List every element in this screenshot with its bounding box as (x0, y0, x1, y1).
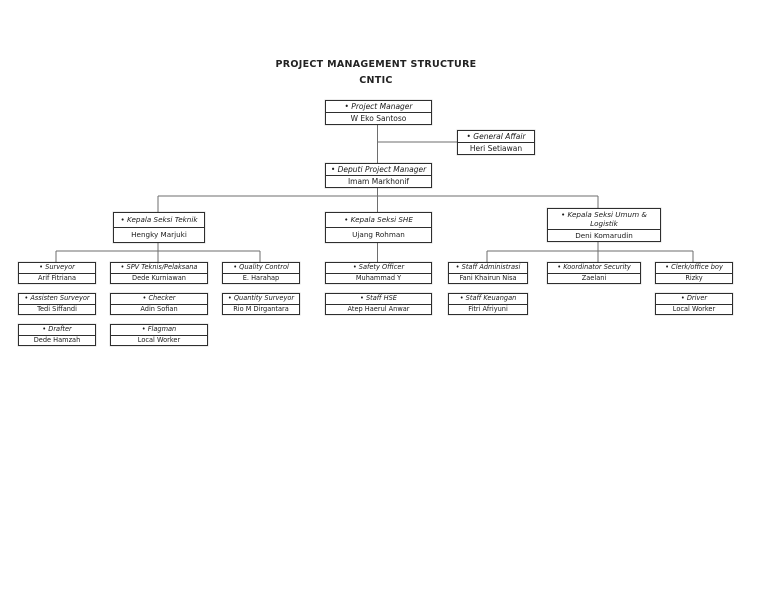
person-name-safety-officer: Muhammad Y (355, 273, 402, 282)
person-name-kepala-seksi-she: Ujang Rohman (352, 230, 405, 239)
person-name-checker: Adin Sofian (140, 304, 178, 313)
role-label-flagman: • Flagman (111, 325, 207, 336)
org-node-general-affair: • General Affair Heri Setiawan (457, 130, 535, 155)
role-label-quantity-surveyor: • Quantity Surveyor (223, 294, 299, 305)
person-name-general-affair: Heri Setiawan (469, 144, 523, 153)
org-node-drafter: • Drafter Dede Hamzah (18, 324, 96, 346)
person-name-staff-hse: Atep Haerul Anwar (347, 304, 410, 313)
role-label-spv-teknis-pelaksana: • SPV Teknis/Pelaksana (111, 263, 207, 274)
org-node-clerk-office-boy: • Clerk/office boy Rizky (655, 262, 733, 284)
role-label-kepala-seksi-umum-logistik: • Kepala Seksi Umum & Logistik (548, 209, 660, 230)
person-name-flagman: Local Worker (137, 335, 181, 344)
role-label-quality-control: • Quality Control (223, 263, 299, 274)
role-label-assisten-surveyor: • Assisten Surveyor (19, 294, 95, 305)
person-name-kepala-seksi-umum-logistik: Deni Komarudin (575, 231, 633, 240)
person-name-drafter: Dede Hamzah (33, 335, 81, 344)
role-label-general-affair: • General Affair (458, 131, 534, 143)
org-node-spv-teknis-pelaksana: • SPV Teknis/Pelaksana Dede Kurniawan (110, 262, 208, 284)
org-node-staff-keuangan: • Staff Keuangan Fitri Afriyuni (448, 293, 528, 315)
person-name-clerk-office-boy: Rizky (685, 273, 703, 282)
org-node-kepala-seksi-she: • Kepala Seksi SHE Ujang Rohman (325, 212, 432, 243)
role-label-checker: • Checker (111, 294, 207, 305)
person-name-driver: Local Worker (672, 304, 716, 313)
org-node-deputy-project-manager: • Deputi Project Manager Imam Markhonif (325, 163, 432, 188)
person-name-assisten-surveyor: Tedi Siffandi (37, 304, 77, 313)
org-node-surveyor: • Surveyor Arif Fitriana (18, 262, 96, 284)
person-name-quantity-surveyor: Rio M Dirgantara (233, 304, 289, 313)
person-name-spv-teknis-pelaksana: Dede Kurniawan (132, 273, 186, 282)
role-label-kepala-seksi-she: • Kepala Seksi SHE (326, 213, 431, 228)
person-name-staff-administrasi: Fani Khairun Nisa (459, 273, 517, 282)
chart-title-line1: PROJECT MANAGEMENT STRUCTURE (275, 59, 477, 70)
org-node-checker: • Checker Adin Sofian (110, 293, 208, 315)
chart-title-line2: CNTIC (359, 75, 393, 86)
role-label-surveyor: • Surveyor (19, 263, 95, 274)
org-node-safety-officer: • Safety Officer Muhammad Y (325, 262, 432, 284)
org-node-quantity-surveyor: • Quantity Surveyor Rio M Dirgantara (222, 293, 300, 315)
role-label-kepala-seksi-teknik: • Kepala Seksi Teknik (114, 213, 204, 228)
role-label-safety-officer: • Safety Officer (326, 263, 431, 274)
role-label-drafter: • Drafter (19, 325, 95, 336)
chart-title: PROJECT MANAGEMENT STRUCTURE CNTIC (0, 57, 752, 89)
org-node-driver: • Driver Local Worker (655, 293, 733, 315)
role-label-deputy-project-manager: • Deputi Project Manager (326, 164, 431, 176)
person-name-surveyor: Arif Fitriana (37, 273, 76, 282)
org-node-quality-control: • Quality Control E. Harahap (222, 262, 300, 284)
org-node-staff-hse: • Staff HSE Atep Haerul Anwar (325, 293, 432, 315)
org-node-kepala-seksi-teknik: • Kepala Seksi Teknik Hengky Marjuki (113, 212, 205, 243)
person-name-deputy-project-manager: Imam Markhonif (347, 177, 410, 186)
person-name-kepala-seksi-teknik: Hengky Marjuki (131, 230, 187, 239)
org-node-project-manager: • Project Manager W Eko Santoso (325, 100, 432, 125)
person-name-quality-control: E. Harahap (242, 273, 280, 282)
org-node-flagman: • Flagman Local Worker (110, 324, 208, 346)
person-name-project-manager: W Eko Santoso (350, 114, 407, 123)
person-name-koordinator-security: Zaelani (581, 273, 607, 282)
org-node-koordinator-security: • Koordinator Security Zaelani (547, 262, 641, 284)
person-name-staff-keuangan: Fitri Afriyuni (468, 304, 508, 313)
role-label-staff-keuangan: • Staff Keuangan (449, 294, 527, 305)
org-node-staff-administrasi: • Staff Administrasi Fani Khairun Nisa (448, 262, 528, 284)
org-node-assisten-surveyor: • Assisten Surveyor Tedi Siffandi (18, 293, 96, 315)
role-label-koordinator-security: • Koordinator Security (548, 263, 640, 274)
role-label-project-manager: • Project Manager (326, 101, 431, 113)
role-label-driver: • Driver (656, 294, 732, 305)
role-label-clerk-office-boy: • Clerk/office boy (656, 263, 732, 274)
org-node-kepala-seksi-umum-logistik: • Kepala Seksi Umum & Logistik Deni Koma… (547, 208, 661, 242)
role-label-staff-hse: • Staff HSE (326, 294, 431, 305)
role-label-staff-administrasi: • Staff Administrasi (449, 263, 527, 274)
